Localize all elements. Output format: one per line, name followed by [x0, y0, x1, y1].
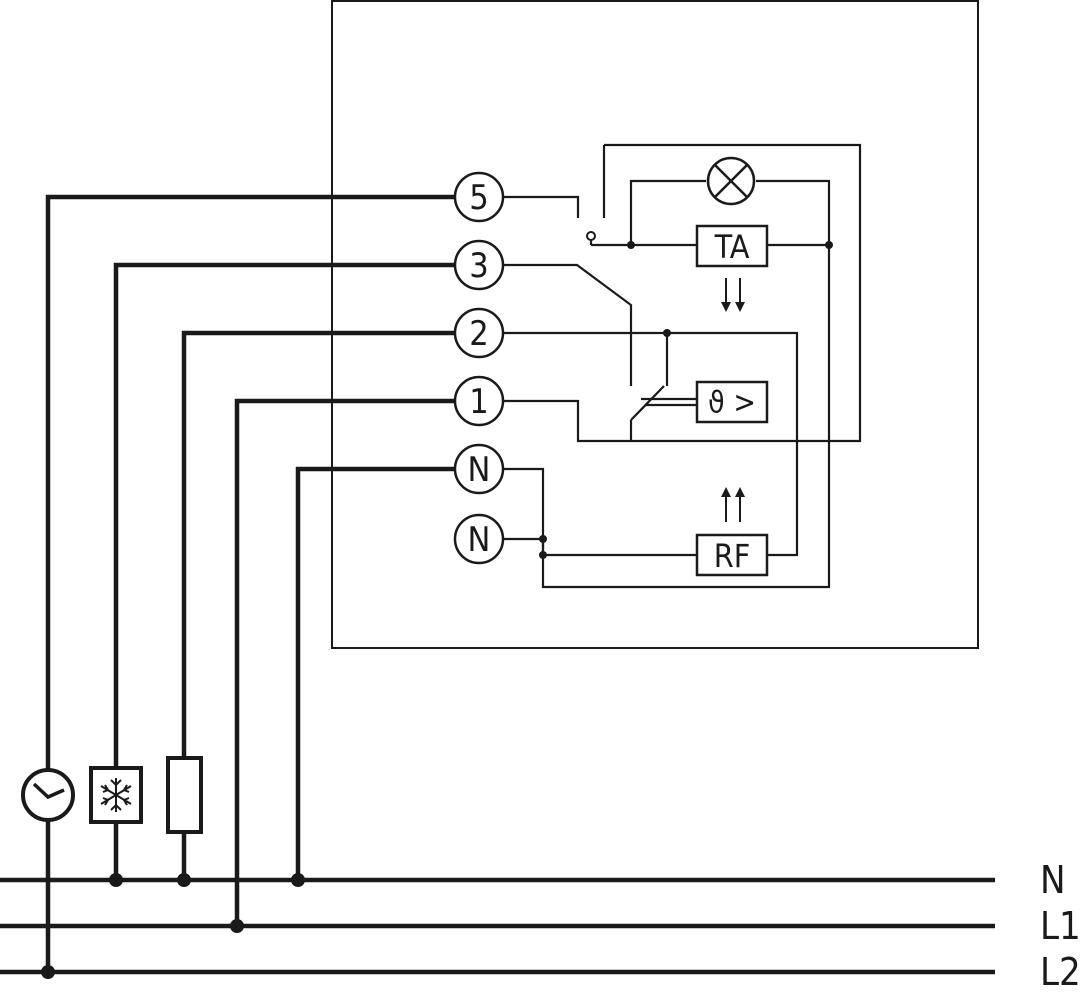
wire-1-to-l1	[234, 398, 455, 926]
wire-to-lamp-left	[629, 179, 706, 245]
arrows-down-icon	[721, 278, 745, 312]
sensor-label: ϑ >	[708, 386, 756, 421]
temperature-sensor-box: ϑ >	[695, 380, 769, 424]
junction-dot	[825, 241, 833, 249]
ta-label: TA	[714, 228, 750, 266]
junction-dot	[41, 965, 55, 979]
junction-dot	[177, 873, 191, 887]
wire-3-to-switch	[503, 263, 633, 386]
thermostat-housing	[331, 0, 979, 649]
terminal-3: 3	[453, 239, 505, 291]
terminal-n-lower: N	[453, 513, 505, 565]
terminal-3-label: 3	[469, 246, 488, 286]
junction-dot	[291, 873, 305, 887]
wire-n-to-rf	[503, 467, 697, 557]
contact-pivot-ring	[586, 231, 596, 241]
terminal-1: 1	[453, 375, 505, 427]
terminal-5: 5	[453, 171, 505, 223]
rf-label: RF	[714, 537, 751, 575]
junction-dot	[109, 873, 123, 887]
wire-n-to-n	[295, 466, 455, 880]
junction-dot	[539, 551, 547, 559]
terminal-n-upper-label: N	[468, 450, 491, 490]
terminal-2-label: 2	[469, 314, 488, 354]
rail-l2-label: L2	[1040, 950, 1080, 994]
switch-blade	[630, 385, 665, 421]
terminal-5-label: 5	[469, 178, 488, 218]
junction-dot	[627, 241, 635, 249]
external-wiring	[0, 194, 995, 979]
rf-box: RF	[695, 533, 769, 577]
lamp-icon	[706, 156, 756, 206]
wire-5-to-contact	[503, 195, 580, 218]
junction-dot	[539, 535, 547, 543]
wire-2-to-rf	[503, 331, 799, 557]
rail-l1-label: L1	[1040, 904, 1080, 948]
terminal-n-upper: N	[453, 443, 505, 495]
ta-box: TA	[695, 224, 769, 268]
junction-dot	[230, 919, 244, 933]
terminal-n-lower-label: N	[468, 520, 491, 560]
clock-icon	[21, 768, 75, 822]
wire-loop-terminal-1	[503, 143, 862, 443]
arrows-up-icon	[721, 487, 745, 522]
wire-lamp-right-return	[541, 179, 831, 589]
resistor-icon	[166, 756, 203, 834]
junction-dot	[663, 329, 671, 337]
wire-3-to-snowflake	[113, 262, 455, 768]
wire-5-to-clock	[45, 194, 455, 770]
snowflake-icon	[89, 766, 143, 824]
rail-n-label: N	[1040, 858, 1066, 902]
terminal-1-label: 1	[469, 382, 488, 422]
internal-wiring	[503, 143, 862, 589]
terminal-2: 2	[453, 307, 505, 359]
wire-2-to-resistor	[181, 330, 455, 758]
